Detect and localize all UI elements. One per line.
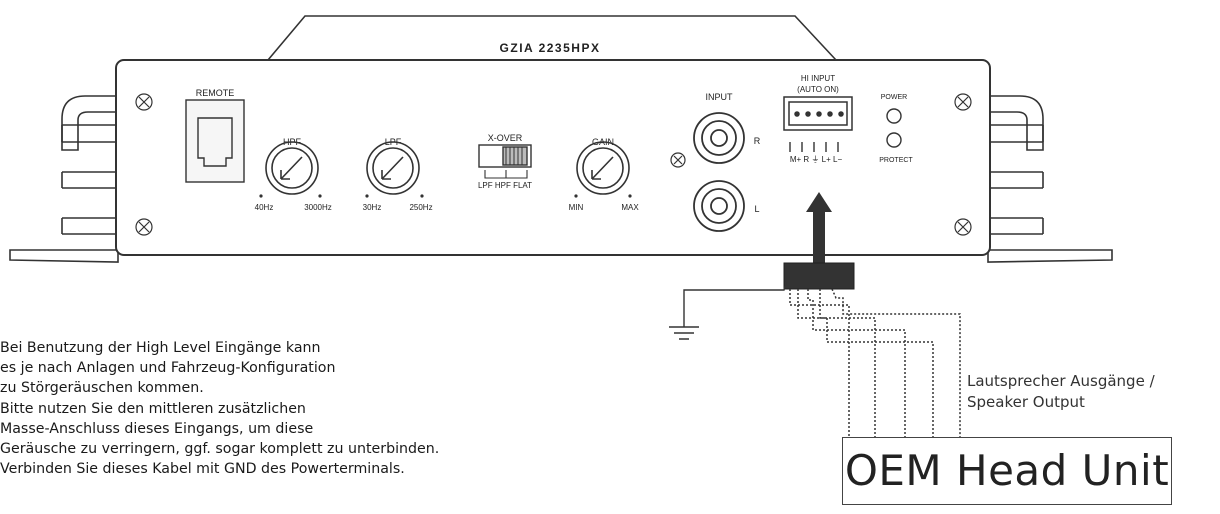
speaker-wires bbox=[789, 288, 961, 437]
heatsink-left bbox=[61, 95, 116, 235]
hpf-knob[interactable] bbox=[265, 141, 319, 195]
note-line: Verbinden Sie dieses Kabel mit GND des P… bbox=[0, 461, 405, 478]
input-right-label: R bbox=[754, 136, 761, 146]
hi-input-pins: M+ R ⏚ L+ L− bbox=[790, 155, 843, 164]
remote-label: REMOTE bbox=[196, 88, 235, 98]
speaker-output-label: Lautsprecher Ausgänge / Speaker Output bbox=[967, 371, 1155, 413]
power-led-icon bbox=[886, 108, 902, 124]
speaker-label-line: Speaker Output bbox=[967, 393, 1085, 411]
note-line: Bei Benutzung der High Level Eingänge ka… bbox=[0, 340, 321, 356]
hi-input-label: HI INPUT bbox=[801, 74, 835, 83]
front-panel bbox=[115, 59, 991, 256]
speaker-label-line: Lautsprecher Ausgänge / bbox=[967, 372, 1155, 390]
oem-head-unit-label: OEM Head Unit bbox=[844, 446, 1170, 495]
remote-jack[interactable] bbox=[185, 99, 245, 183]
arrow-up-icon bbox=[806, 192, 832, 264]
lpf-max: 250Hz bbox=[409, 203, 432, 212]
input-left-label: L bbox=[754, 204, 759, 214]
hi-input-connector[interactable] bbox=[783, 96, 853, 152]
protect-led-icon bbox=[886, 132, 902, 148]
note-line: es je nach Anlagen und Fahrzeug-Konfigur… bbox=[0, 360, 336, 377]
ground-noise-note: Bei Benutzung der High Level Eingänge ka… bbox=[0, 338, 520, 479]
ground-wire bbox=[669, 281, 787, 340]
power-label: POWER bbox=[881, 94, 907, 101]
gain-knob[interactable] bbox=[576, 141, 630, 195]
oem-head-unit-box: OEM Head Unit bbox=[842, 437, 1172, 505]
note-line: Masse-Anschluss dieses Eingangs, um dies… bbox=[0, 420, 314, 437]
heatsink-right bbox=[990, 95, 1044, 235]
note-line: Geräusche zu verringern, ggf. sogar komp… bbox=[0, 441, 440, 458]
lpf-min: 30Hz bbox=[363, 203, 382, 212]
hpf-min: 40Hz bbox=[255, 203, 274, 212]
gain-max: MAX bbox=[621, 203, 639, 212]
hi-input-auto-label: (AUTO ON) bbox=[797, 85, 839, 94]
rca-input-left[interactable] bbox=[693, 180, 745, 232]
mounting-flange-right bbox=[987, 249, 1113, 263]
lpf-knob[interactable] bbox=[366, 141, 420, 195]
model-label: GZIA 2235HPX bbox=[500, 41, 601, 55]
screw-icon bbox=[135, 93, 972, 236]
mounting-flange-left bbox=[9, 249, 119, 263]
xover-label: X-OVER bbox=[488, 133, 523, 143]
protect-label: PROTECT bbox=[879, 157, 913, 164]
rca-input-right[interactable] bbox=[693, 112, 745, 164]
high-level-plug bbox=[783, 262, 855, 290]
housing-top bbox=[267, 15, 837, 61]
gain-min: MIN bbox=[569, 203, 584, 212]
note-line: zu Störgeräuschen kommen. bbox=[0, 380, 204, 397]
note-line: Bitte nutzen Sie den mittleren zusätzlic… bbox=[0, 400, 306, 417]
xover-options: LPF HPF FLAT bbox=[478, 181, 532, 190]
hpf-max: 3000Hz bbox=[304, 203, 332, 212]
input-label: INPUT bbox=[706, 92, 734, 102]
xover-switch[interactable] bbox=[478, 144, 532, 179]
